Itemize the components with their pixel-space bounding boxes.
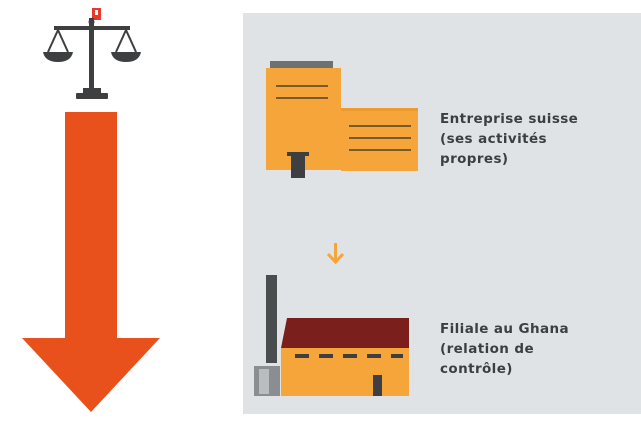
down-arrow-icon xyxy=(326,243,345,265)
office-building-icon xyxy=(266,61,418,178)
panel-graphics xyxy=(254,61,418,396)
left-graphic xyxy=(22,8,160,412)
structure-panel: Entreprise suisse (ses activités propres… xyxy=(243,13,641,414)
ghana-subsidiary-label: Filiale au Ghana (relation de contrôle) xyxy=(440,321,570,377)
scales-of-justice-icon xyxy=(43,8,141,99)
factory-icon xyxy=(254,275,409,396)
large-down-arrow-icon xyxy=(22,112,160,412)
swiss-company-label: Entreprise suisse (ses activités propres… xyxy=(440,111,579,167)
